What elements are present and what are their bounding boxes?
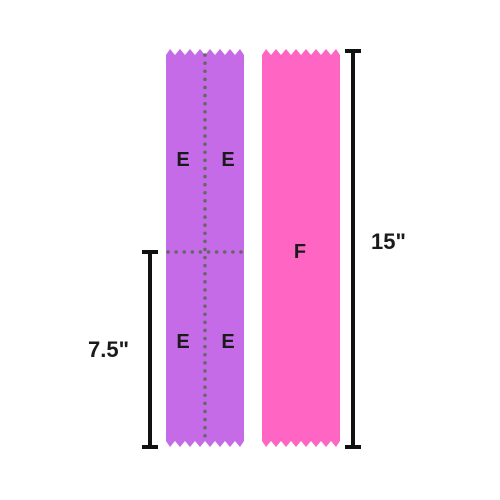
piece-label-e: E <box>221 149 234 171</box>
piece-label-f: F <box>294 241 306 263</box>
half-length-label: 7.5" <box>88 337 129 362</box>
full-length-measurement <box>345 49 361 449</box>
fabric-strip-f <box>262 49 340 447</box>
piece-label-e: E <box>221 331 234 353</box>
piece-label-e: E <box>176 331 189 353</box>
half-length-measurement <box>142 250 158 449</box>
piece-label-e: E <box>176 149 189 171</box>
full-length-label: 15" <box>371 229 406 254</box>
